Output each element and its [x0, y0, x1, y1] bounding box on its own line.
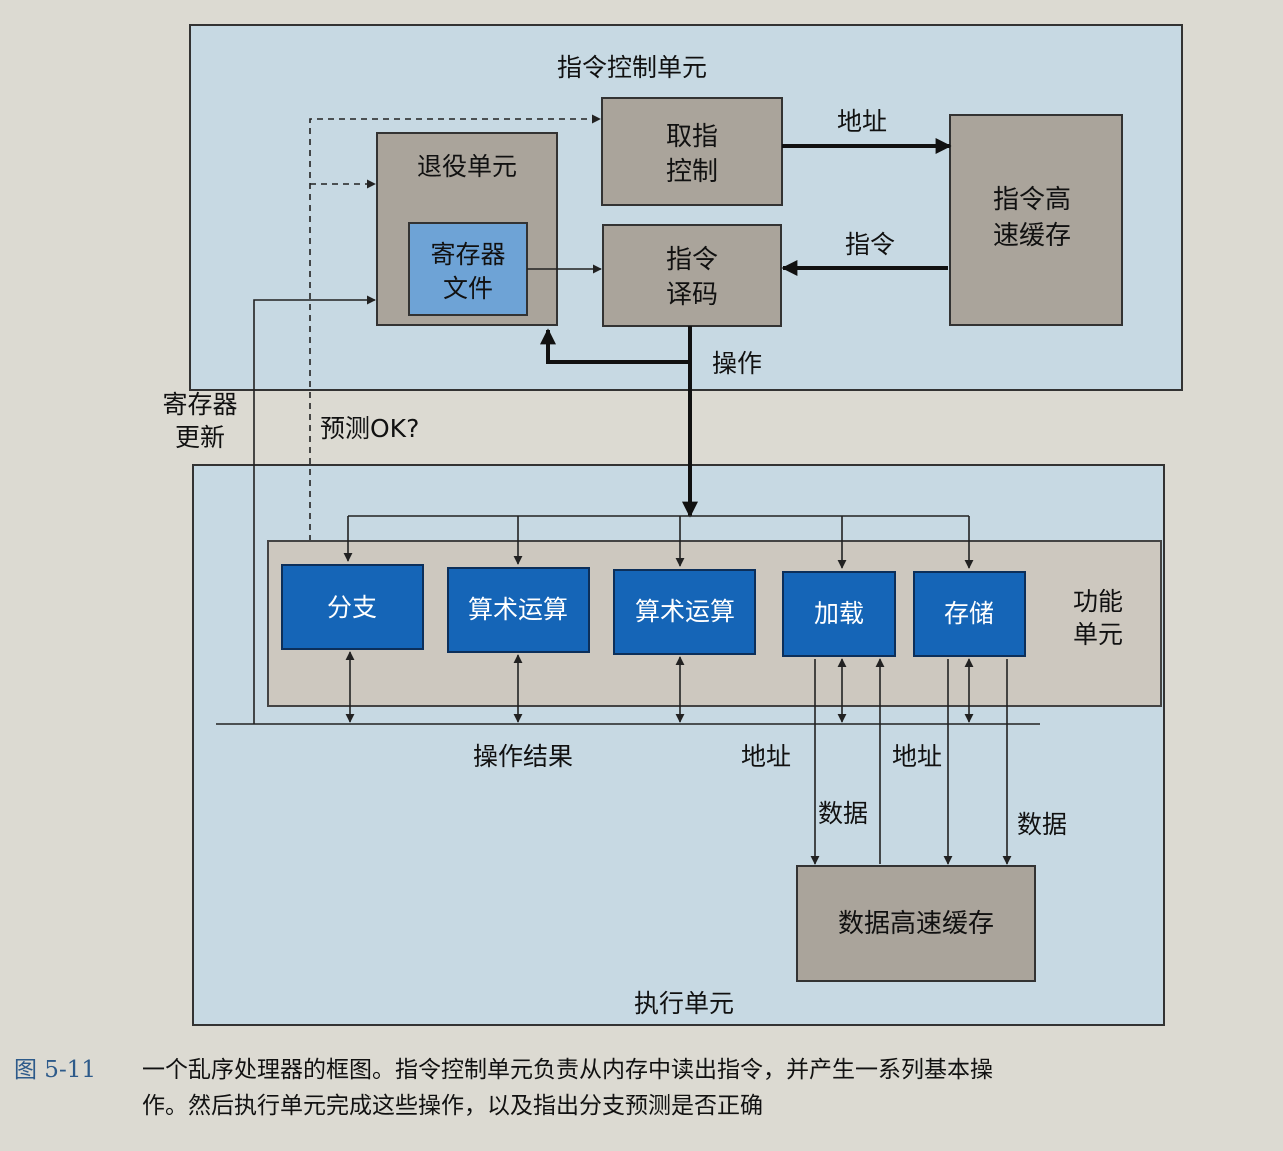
label-ops: 操作 [712, 349, 762, 378]
label-data-store: 数据 [1017, 810, 1067, 839]
label-reg-update-2: 更新 [175, 423, 225, 452]
fu-branch-label: 分支 [327, 593, 377, 622]
fu-arith-1 [447, 567, 590, 653]
figure-number: 图 5-11 [14, 1057, 96, 1083]
register-update-line [253, 295, 376, 724]
prediction-to-fetch-line [309, 114, 601, 563]
fu-load [782, 571, 896, 657]
fu-store [913, 571, 1026, 657]
label-op-results: 操作结果 [473, 742, 573, 771]
instruction-cache [949, 114, 1123, 326]
label-data-load: 数据 [818, 799, 868, 828]
fu-arith-2-label: 算术运算 [635, 597, 735, 626]
register-file-label-2: 文件 [443, 274, 493, 303]
fetch-control [601, 97, 783, 206]
instruction-decode [602, 224, 782, 327]
label-addr-load: 地址 [741, 742, 791, 771]
fu-load-label: 加载 [814, 599, 864, 628]
caption-line-1: 图 5-11 一个乱序处理器的框图。指令控制单元负责从内存中读出指令，并产生一系列… [14, 1052, 1274, 1088]
fu-arith-2 [613, 569, 756, 655]
icu-title: 指令控制单元 [557, 53, 707, 82]
icache-label-1: 指令高 [993, 185, 1071, 215]
figure-caption: 图 5-11 一个乱序处理器的框图。指令控制单元负责从内存中读出指令，并产生一系列… [14, 1052, 1274, 1124]
retire-unit-label: 退役单元 [417, 152, 517, 181]
label-addr-store: 地址 [892, 742, 942, 771]
fu-arith-1-label: 算术运算 [468, 595, 568, 624]
register-file-label-1: 寄存器 [430, 240, 505, 269]
fu-group-label-2: 单元 [1073, 620, 1123, 649]
fu-branch [281, 564, 424, 650]
fetch-control-label-2: 控制 [666, 157, 718, 187]
label-instr: 指令 [845, 230, 895, 259]
dcache-label: 数据高速缓存 [838, 909, 994, 939]
data-cache [796, 865, 1036, 982]
instr-decode-label-1: 指令 [666, 245, 718, 275]
fu-store-label: 存储 [944, 599, 994, 628]
fetch-control-label-1: 取指 [666, 122, 718, 152]
label-addr-top: 地址 [837, 107, 887, 136]
icache-label-2: 速缓存 [993, 221, 1071, 251]
eu-title: 执行单元 [634, 989, 734, 1018]
label-reg-update-1: 寄存器 [162, 390, 237, 419]
label-pred-ok: 预测OK? [320, 414, 419, 443]
instr-decode-label-2: 译码 [666, 280, 718, 310]
caption-line-2: 作。然后执行单元完成这些操作，以及指出分支预测是否正确 [142, 1093, 763, 1119]
caption-text-1: 一个乱序处理器的框图。指令控制单元负责从内存中读出指令，并产生一系列基本操 [142, 1057, 993, 1083]
fu-group-label-1: 功能 [1073, 587, 1123, 616]
operations-to-retire-arrow [540, 328, 690, 364]
